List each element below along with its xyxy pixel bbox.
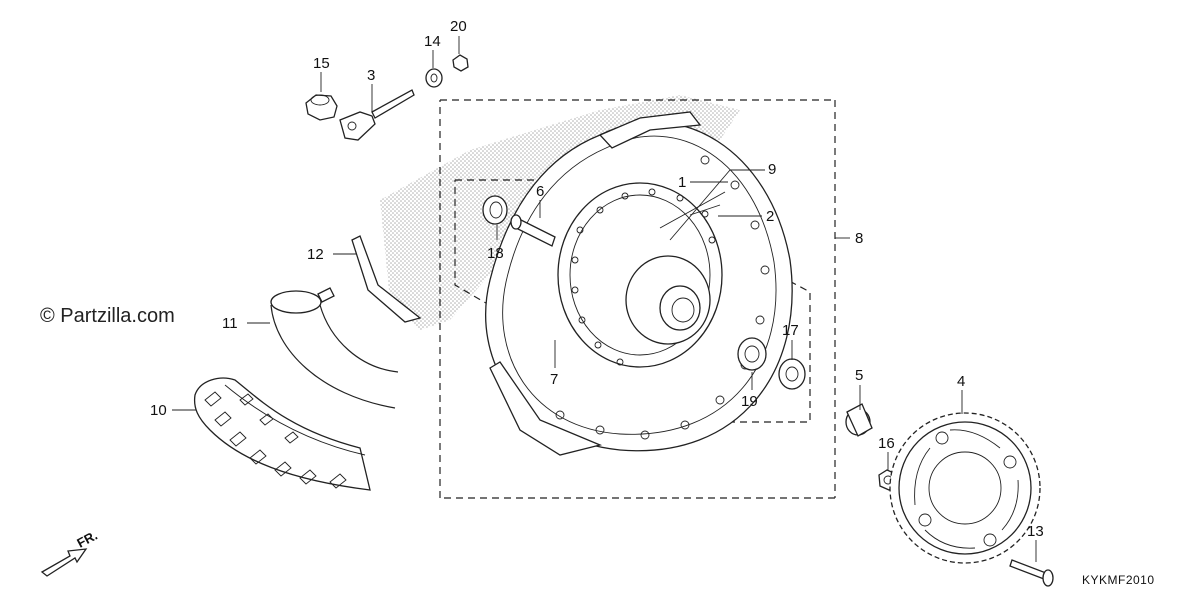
adjuster-nut	[305, 94, 338, 121]
direction-label: FR.	[74, 528, 100, 551]
diagram-code: KYKMF2010	[1082, 573, 1155, 587]
rim-band	[351, 235, 422, 323]
callout-8: 8	[855, 230, 863, 247]
callout-11: 11	[222, 315, 238, 332]
rim-band-bottom	[489, 361, 603, 456]
bearing-right	[737, 337, 767, 371]
callout-2: 2	[766, 208, 774, 225]
callout-12: 12	[307, 246, 324, 263]
bearing-left	[482, 195, 508, 225]
sprocket-bolt	[1009, 559, 1054, 587]
callout-5: 5	[855, 367, 863, 384]
washer	[425, 68, 443, 88]
watermark: © Partzilla.com	[40, 305, 175, 327]
axle-collar	[510, 214, 556, 247]
leader-lines	[172, 36, 1037, 562]
tire	[193, 377, 371, 491]
callout-15: 15	[313, 55, 330, 72]
callout-6: 6	[536, 183, 544, 200]
callout-4: 4	[957, 373, 965, 390]
callout-19: 19	[741, 393, 758, 410]
drive-sprocket	[889, 412, 1041, 564]
callout-7: 7	[550, 371, 558, 388]
callout-18: 18	[487, 245, 504, 262]
callout-10: 10	[150, 402, 167, 419]
callout-9: 9	[768, 161, 776, 178]
hub	[557, 182, 723, 368]
dust-seal	[778, 358, 806, 390]
rim-band-top	[598, 111, 702, 149]
side-collar	[845, 403, 873, 437]
lock-nut	[452, 54, 469, 72]
wheel-assembly-box	[439, 99, 836, 499]
callout-1: 1	[678, 174, 686, 191]
front-arrow-icon	[40, 548, 88, 577]
callout-13: 13	[1027, 523, 1044, 540]
callout-17: 17	[782, 322, 799, 339]
callout-20: 20	[450, 18, 467, 35]
callout-3: 3	[367, 67, 375, 84]
callout-16: 16	[878, 435, 895, 452]
chain-adjuster	[339, 89, 415, 141]
inner-tube	[270, 287, 399, 409]
callout-14: 14	[424, 33, 441, 50]
